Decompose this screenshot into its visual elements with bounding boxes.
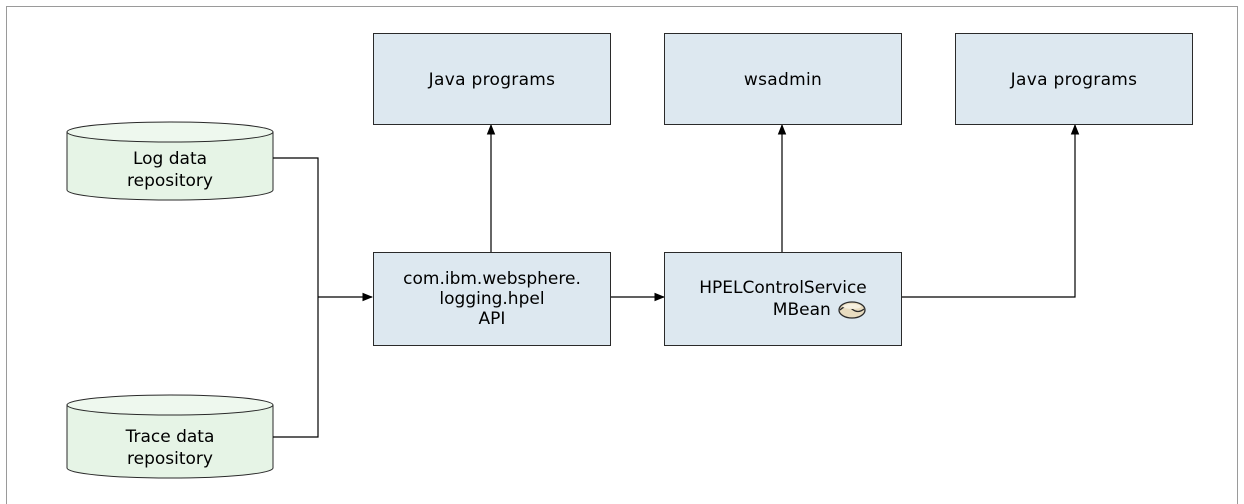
mbean-to-java-programs-arrow xyxy=(901,123,1080,298)
hpel-control-service-mbean-box: HPELControlService MBean xyxy=(664,252,902,346)
java-programs-label-2: Java programs xyxy=(1010,70,1138,90)
trace-repository-line1: Trace data xyxy=(125,427,215,447)
wsadmin-label: wsadmin xyxy=(743,70,823,90)
trace-repository-label: Trace data repository xyxy=(67,426,273,470)
log-repository-line1: Log data xyxy=(132,149,208,169)
wsadmin-box: wsadmin xyxy=(664,33,902,125)
java-programs-box-2: Java programs xyxy=(955,33,1193,125)
log-repository-line2: repository xyxy=(127,171,213,191)
trace-to-bus-connector xyxy=(273,297,319,438)
log-repository-cylinder xyxy=(66,121,274,201)
hpel-api-box: com.ibm.websphere. logging.hpel API xyxy=(373,252,611,346)
api-line1: com.ibm.websphere. xyxy=(403,269,581,289)
mbean-line2: MBean xyxy=(772,300,831,320)
bean-icon xyxy=(838,301,866,319)
log-to-bus-connector xyxy=(273,157,319,297)
trace-repository-line2: repository xyxy=(127,449,213,469)
api-line2: logging.hpel xyxy=(439,289,545,309)
api-line3: API xyxy=(478,309,506,329)
log-repository-label: Log data repository xyxy=(67,148,273,192)
trace-repository-cylinder xyxy=(66,394,274,479)
mbean-line1: HPELControlService xyxy=(699,278,867,298)
java-programs-box-1: Java programs xyxy=(373,33,611,125)
java-programs-label-1: Java programs xyxy=(428,70,556,90)
